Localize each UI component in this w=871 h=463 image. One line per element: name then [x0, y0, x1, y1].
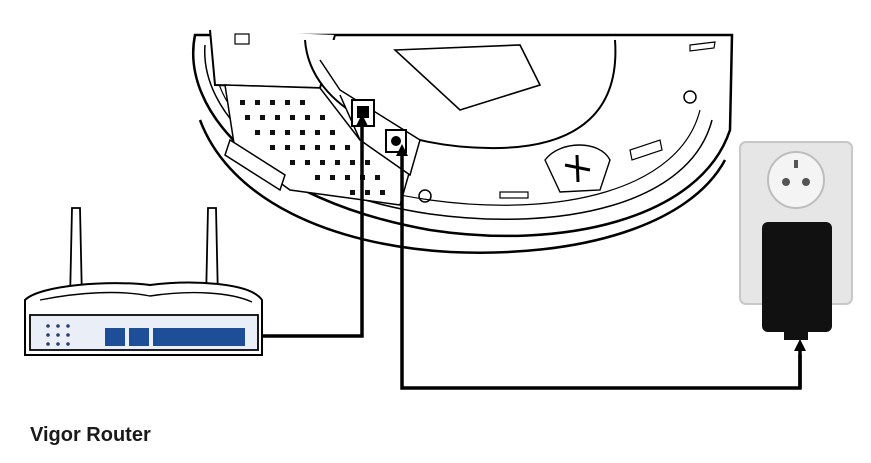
power-adapter-icon	[762, 222, 832, 340]
access-point-icon	[192, 29, 734, 254]
router-icon	[24, 207, 263, 356]
ethernet-cable-line	[262, 114, 368, 338]
power-port-icon	[385, 129, 407, 153]
router-caption: Vigor Router	[30, 424, 151, 446]
